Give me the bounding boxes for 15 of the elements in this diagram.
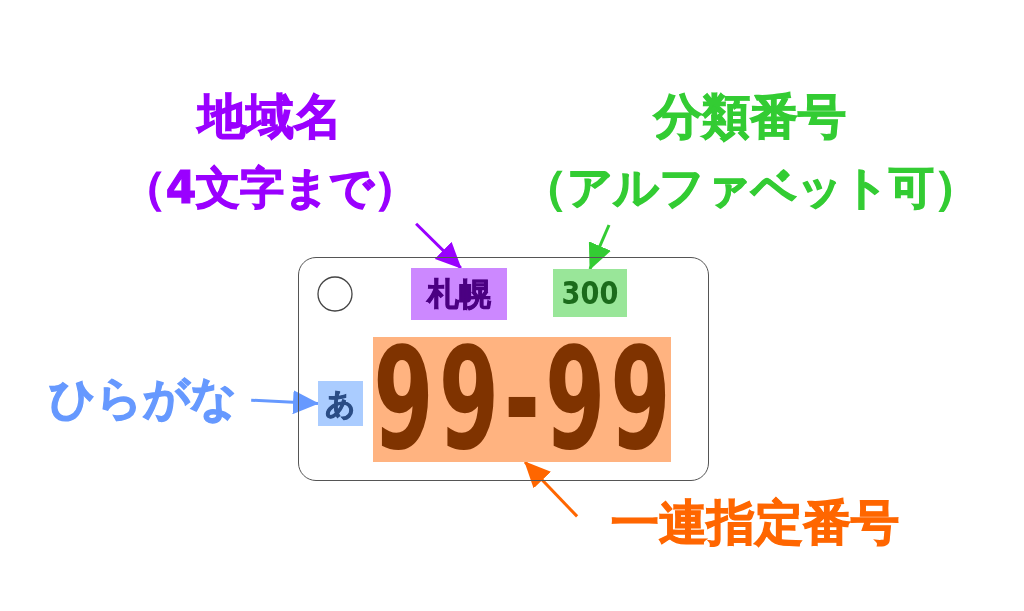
callout-note: （アルファベット可） bbox=[521, 160, 979, 216]
callout-label: 一連指定番号 bbox=[600, 494, 910, 550]
arrow bbox=[523, 460, 579, 518]
hiragana-character: あ bbox=[318, 381, 363, 426]
arrow bbox=[415, 222, 462, 270]
callout-label: ひらがな bbox=[40, 370, 245, 426]
class-number: 300 bbox=[553, 269, 627, 317]
arrow bbox=[251, 390, 319, 415]
callout-label: 分類番号 bbox=[654, 88, 846, 144]
serial-number: 99-99 bbox=[373, 337, 671, 462]
region-name: 札幌 bbox=[411, 268, 507, 320]
arrow bbox=[588, 224, 611, 270]
license-plate bbox=[298, 257, 709, 481]
callout-label: 地域名 bbox=[198, 88, 342, 144]
callout-note: （4文字まで） bbox=[121, 161, 419, 215]
